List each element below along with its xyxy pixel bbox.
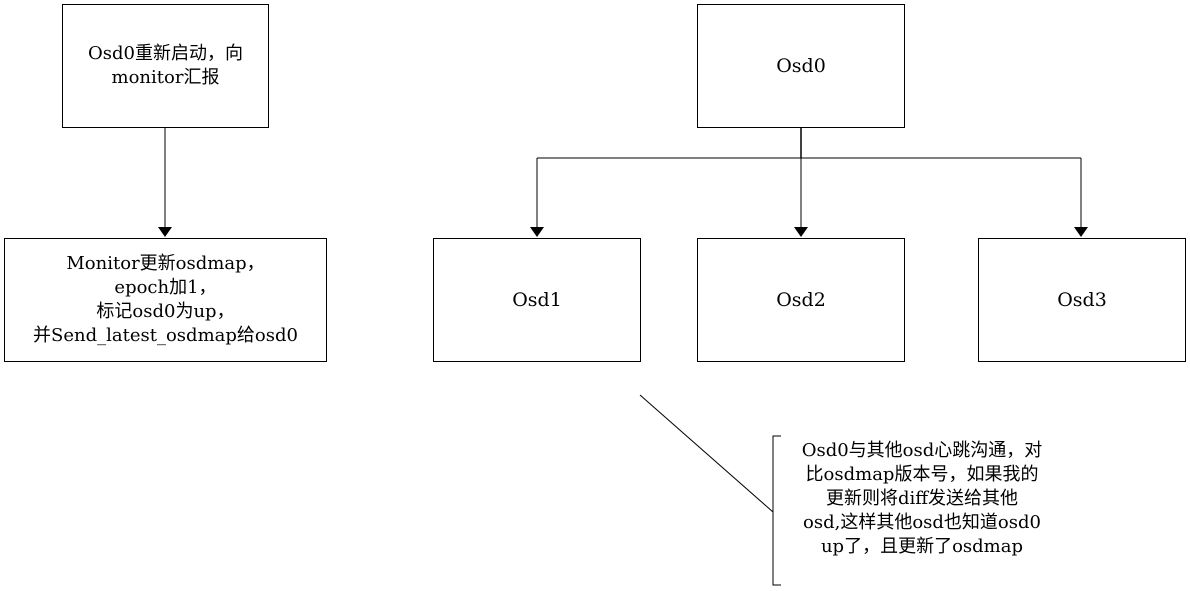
monitor-node-label: Monitor更新osdmap， epoch加1， 标记osd0为up， 并Se…: [33, 253, 298, 346]
osd1-node-label: Osd1: [512, 289, 562, 311]
callout-bracket: [772, 435, 781, 586]
osd0-node: Osd0: [697, 4, 905, 128]
osd2-node: Osd2: [697, 238, 905, 362]
callout-leader-line: [639, 394, 774, 513]
osd3-node: Osd3: [978, 238, 1186, 362]
heartbeat-callout: Osd0与其他osd心跳沟通，对 比osdmap版本号，如果我的 更新则将dif…: [773, 436, 1083, 586]
restart-node-label: Osd0重新启动，向 monitor汇报: [88, 43, 243, 88]
heartbeat-callout-text: Osd0与其他osd心跳沟通，对 比osdmap版本号，如果我的 更新则将dif…: [801, 440, 1043, 557]
restart-node: Osd0重新启动，向 monitor汇报: [62, 4, 269, 128]
osd0-node-label: Osd0: [776, 55, 826, 77]
monitor-node: Monitor更新osdmap， epoch加1， 标记osd0为up， 并Se…: [4, 238, 327, 362]
osd2-node-label: Osd2: [776, 289, 826, 311]
osd3-node-label: Osd3: [1057, 289, 1107, 311]
osd1-node: Osd1: [433, 238, 641, 362]
